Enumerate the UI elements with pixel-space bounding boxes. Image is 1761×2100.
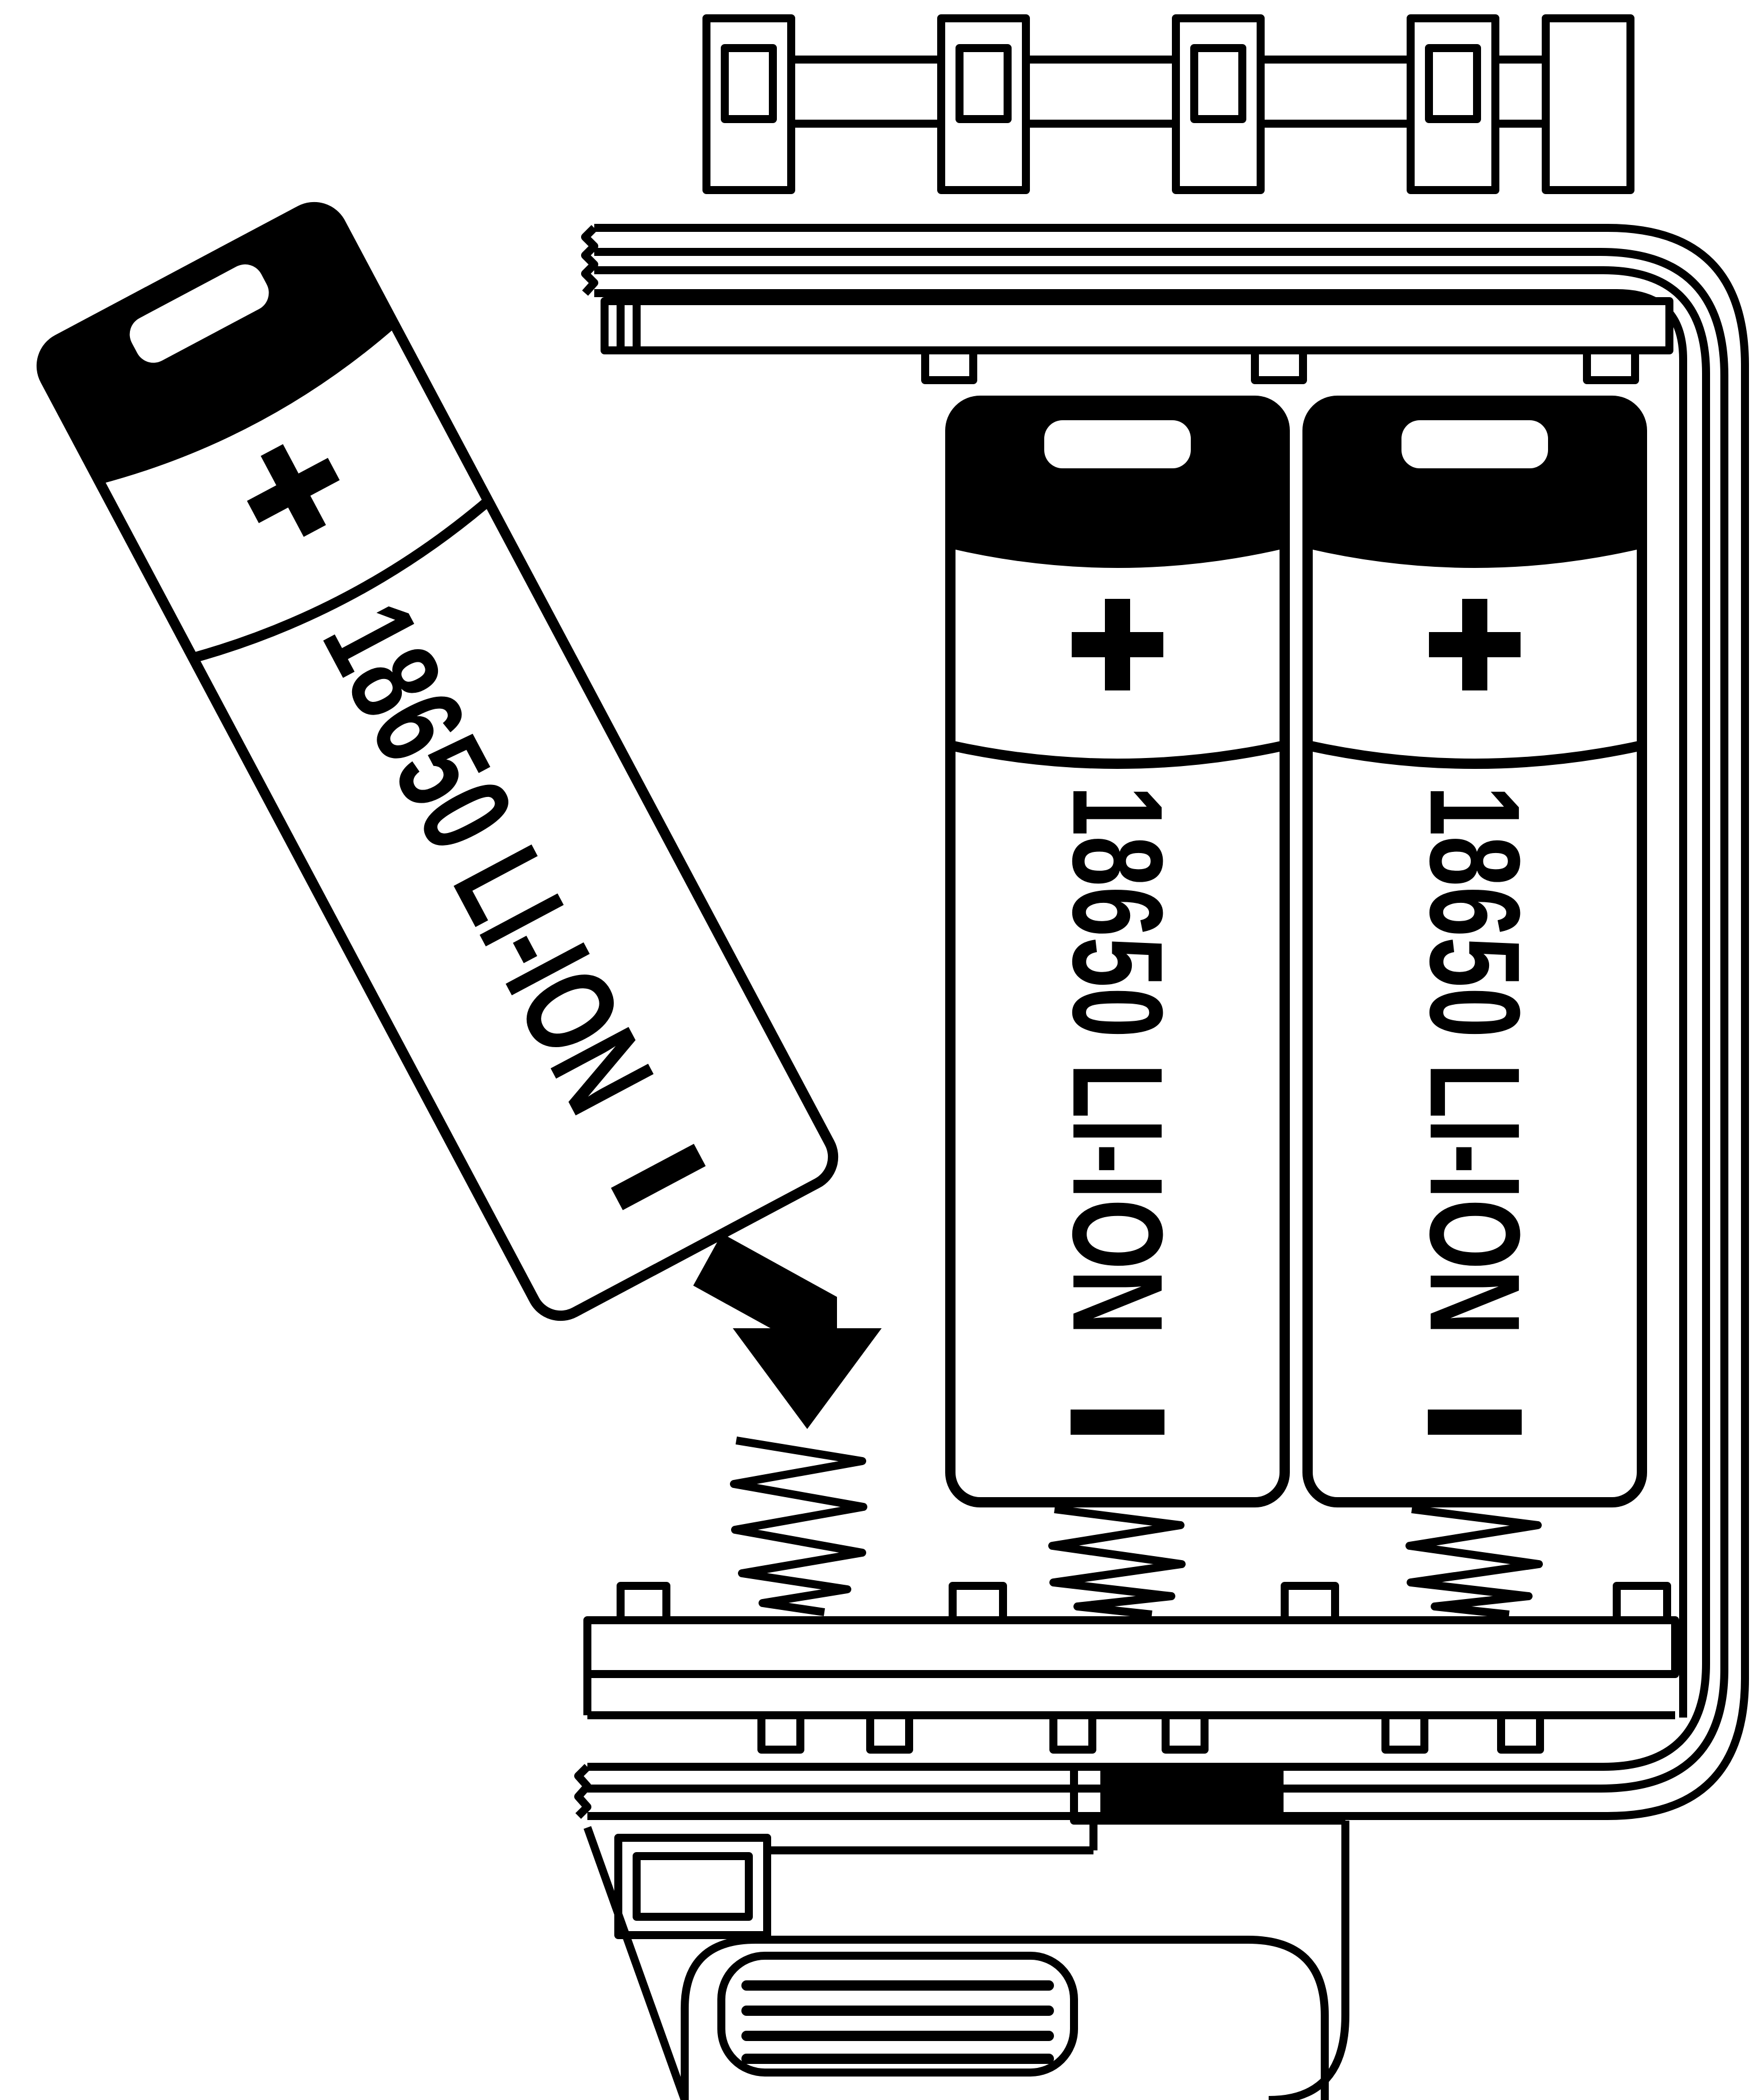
case-wall-outer xyxy=(587,224,1749,1820)
plate-tab xyxy=(1381,1711,1428,1754)
contact-clip-bridge xyxy=(787,56,945,128)
plate-tab xyxy=(866,1711,913,1754)
battery-label: 18650 LI-ION xyxy=(1046,785,1189,1335)
plus-symbol xyxy=(1072,599,1163,690)
minus-symbol xyxy=(1428,1410,1522,1435)
compartment-latch xyxy=(583,1767,1349,2100)
plate-tab xyxy=(1497,1711,1544,1754)
contact-spring-battery-1 xyxy=(1048,1505,1186,1619)
case-wall-mid-1 xyxy=(587,248,1728,1793)
battery-cap xyxy=(1308,401,1642,568)
battery-shoulder-seam xyxy=(949,740,1286,769)
minus-symbol xyxy=(611,1143,706,1210)
contact-clip-window xyxy=(1190,44,1246,123)
battery-contact-clip-strip xyxy=(702,14,1634,194)
battery-shoulder-seam xyxy=(191,497,492,663)
minus-symbol xyxy=(1071,1410,1164,1435)
plate-tab xyxy=(1162,1711,1209,1754)
contact-spring-empty-slot xyxy=(730,1436,867,1616)
insertion-direction-arrow xyxy=(693,1233,882,1429)
battery-installed-2: 18650 LI-ION xyxy=(1302,396,1647,1507)
plate-tab xyxy=(757,1711,804,1754)
contact-clip-window xyxy=(721,44,777,123)
bottom-contact-plate xyxy=(583,1582,1679,1754)
compartment-case-outline xyxy=(574,224,1749,1820)
battery-cap-slot xyxy=(1044,420,1191,468)
battery-inserting: 18650 LI-ION xyxy=(36,202,839,1321)
latch-catch xyxy=(1100,1767,1284,1813)
top-rail-divider xyxy=(1583,346,1639,384)
latch-left-diagonal xyxy=(583,1826,689,2100)
battery-cap-slot xyxy=(129,264,269,363)
contact-spring-battery-2 xyxy=(1405,1505,1543,1619)
top-rail-divider xyxy=(1251,346,1307,384)
latch-grip-outline xyxy=(681,1936,1329,2100)
plate-tab xyxy=(1049,1711,1096,1754)
latch-step-outline xyxy=(1070,1767,1345,1825)
top-rail-plate xyxy=(601,297,1673,354)
contact-clip-window xyxy=(955,44,1012,123)
battery-cap-slot xyxy=(1401,420,1548,468)
top-rail-divider xyxy=(921,346,977,384)
contact-clip-bridge xyxy=(1491,56,1550,128)
battery-shoulder-seam xyxy=(1306,740,1643,769)
top-contact-rail xyxy=(601,297,1673,384)
case-wall-mid-2 xyxy=(587,266,1710,1771)
battery-cap xyxy=(950,401,1285,568)
battery-cap xyxy=(40,206,396,484)
contact-clip-bridge xyxy=(1257,56,1415,128)
plus-symbol xyxy=(1429,599,1521,690)
case-cutaway-edge-top xyxy=(581,225,598,296)
battery-label: 18650 LI-ION xyxy=(1403,785,1546,1335)
plate-body xyxy=(583,1616,1679,1678)
plus-symbol xyxy=(247,444,340,537)
contact-clip-tab xyxy=(1542,14,1634,194)
arrow-head xyxy=(733,1328,882,1429)
contact-clip-window xyxy=(1425,44,1481,123)
case-cutaway-edge-bottom xyxy=(574,1764,591,1819)
contact-springs xyxy=(730,1436,1543,1619)
latch-frame-inner xyxy=(633,1852,753,1921)
battery-installed-1: 18650 LI-ION xyxy=(945,396,1290,1507)
contact-clip-bridge xyxy=(1022,56,1180,128)
